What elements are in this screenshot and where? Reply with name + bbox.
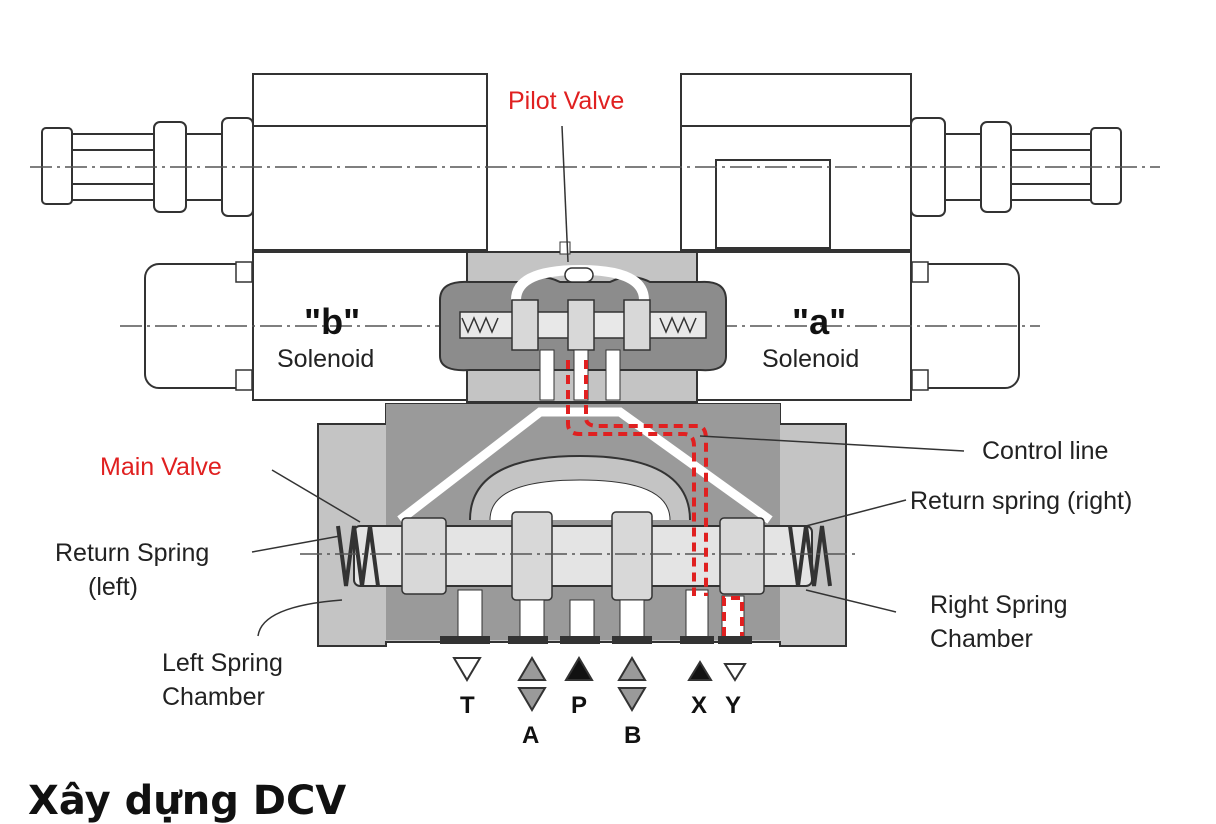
port-y-symbol (723, 663, 747, 682)
port-b-up-symbol (617, 656, 647, 681)
port-p-symbol (564, 656, 594, 681)
solenoid-b-label: Solenoid (277, 345, 375, 373)
port-a-up-symbol (517, 656, 547, 681)
right-spring-chamber-label-2: Chamber (930, 625, 1033, 653)
dcv-diagram (30, 73, 1160, 712)
port-b-label: B (624, 722, 642, 749)
solenoid-a-coil-box (680, 73, 912, 251)
pilot-valve-block (439, 241, 727, 403)
right-spring-chamber-label-1: Right Spring (930, 591, 1068, 619)
main-valve-label: Main Valve (100, 453, 222, 481)
return-spring-left-label-2: (left) (88, 573, 138, 601)
port-x-symbol (687, 660, 713, 681)
port-t-symbol (452, 657, 482, 682)
port-symbols (452, 656, 747, 712)
port-a-down-symbol (517, 687, 547, 712)
port-p-label: P (571, 692, 588, 719)
left-spring-chamber-label-2: Chamber (162, 683, 265, 711)
port-y-label: Y (725, 692, 742, 719)
pilot-valve-label: Pilot Valve (508, 87, 625, 115)
solenoid-b-letter: "b" (304, 301, 361, 342)
solenoid-b-coil-box (252, 73, 488, 251)
return-spring-right-label: Return spring (right) (910, 487, 1133, 515)
leader-lines (251, 125, 965, 637)
main-valve-body (317, 403, 847, 647)
port-b-down-symbol (617, 687, 647, 712)
port-a-label: A (522, 722, 540, 749)
port-t-label: T (460, 692, 475, 719)
solenoid-a-letter: "a" (792, 301, 847, 342)
port-x-label: X (691, 692, 708, 719)
return-spring-left-label-1: Return Spring (55, 539, 210, 567)
left-spring-chamber-label-1: Left Spring (162, 649, 283, 677)
control-line-path (566, 360, 744, 636)
caption-heading: Xây dựng DCV (28, 778, 347, 824)
control-line-label: Control line (982, 437, 1109, 465)
solenoid-a-label: Solenoid (762, 345, 860, 373)
